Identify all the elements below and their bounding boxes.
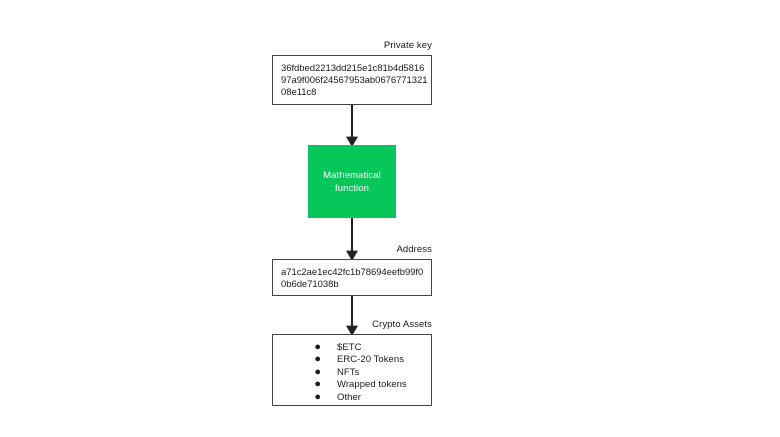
address-value: a71c2ae1ec42fc1b78694eefb99f0 0b6de71038… [281,267,426,291]
private-key-value-line-3: 08e11c8 [281,87,317,99]
list-item: ● Wrapped tokens [273,378,431,390]
bullet-icon: ● [314,341,321,353]
address-box: a71c2ae1ec42fc1b78694eefb99f0 0b6de71038… [272,259,432,296]
list-item-label: ERC-20 Tokens [337,354,405,366]
list-item: ● ERC-20 Tokens [273,353,431,365]
private-key-label: Private key [383,40,432,51]
crypto-assets-label: Crypto Assets [372,319,432,330]
crypto-assets-list: ● $ETC ● ERC-20 Tokens ● NFTs ● Wrapped … [273,341,431,403]
private-key-value-line-2: 97a9f006f24567953ab0676771321 [281,75,428,87]
list-item-label: NFTs [337,366,360,378]
address-value-line-1: a71c2ae1ec42fc1b78694eefb99f0 [281,267,424,278]
list-item-label: Wrapped tokens [337,379,407,391]
bullet-icon: ● [314,390,321,403]
bullet-icon: ● [314,378,321,391]
address-value-line-2: 0b6de71038b [281,279,339,291]
bullet-icon: ● [314,365,321,378]
list-item-label: Other [337,391,362,403]
private-key-value-line-1: 36fdbed2213dd215e1c81b4d5816 [281,63,425,74]
crypto-assets-box: ● $ETC ● ERC-20 Tokens ● NFTs ● Wrapped … [272,334,432,406]
mathematical-function-label: Mathematical function [323,169,381,194]
private-key-value: 36fdbed2213dd215e1c81b4d5816 97a9f006f24… [281,63,428,100]
list-item-label: $ETC [337,342,362,353]
bullet-icon: ● [314,353,321,366]
mathematical-function-box: Mathematical function [308,145,396,218]
private-key-box: 36fdbed2213dd215e1c81b4d5816 97a9f006f24… [272,55,432,105]
list-item: ● NFTs [273,366,431,378]
list-item: ● Other [273,391,431,403]
address-label: Address [396,244,432,255]
list-item: ● $ETC [273,341,431,353]
